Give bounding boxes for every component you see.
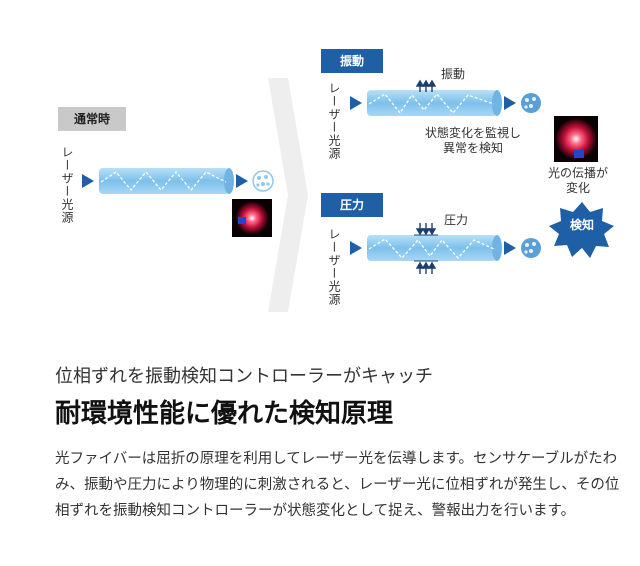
vibration-tag: 振動	[321, 49, 383, 73]
fiber-cable-vibration	[367, 90, 497, 116]
light-path	[100, 170, 227, 192]
laser-source-label: レーザー光源	[327, 82, 341, 160]
vibration-force-label: 振動	[441, 67, 466, 81]
chevron-divider	[268, 78, 308, 312]
laser-arrow-icon	[82, 174, 94, 188]
vibration-note-line2: 異常を検知	[442, 141, 503, 155]
section-body: 光ファイバーは屈折の原理を利用してレーザー光を伝導します。センサケーブルがたわみ…	[55, 451, 620, 519]
section-title: 耐環境性能に優れた検知原理	[55, 399, 394, 429]
sensor-dot-icon	[521, 238, 541, 258]
detection-principle-diagram: 通常時 レーザー光源 振動 レーザー光源 振動 状態変化を監視し 異常を検知 光…	[58, 49, 614, 312]
fiber-cable	[99, 168, 229, 194]
propagation-note: 光の伝播が 変化	[543, 166, 613, 196]
pressure-arrows-icon	[414, 223, 438, 274]
pressure-force-label: 圧力	[444, 213, 469, 227]
detect-badge-label: 検知	[569, 218, 594, 232]
diagram-graphics	[82, 78, 614, 312]
fiber-cable-pressure	[367, 235, 497, 261]
sensor-dot-icon	[252, 170, 274, 192]
laser-source-label: レーザー光源	[60, 146, 74, 224]
vibration-arrows-icon	[415, 79, 437, 92]
detect-starburst-icon	[549, 202, 614, 258]
section-subtitle: 位相ずれを振動検知コントローラーがキャッチ	[55, 366, 433, 387]
sensor-dot-icon	[521, 93, 541, 113]
normal-state-tag: 通常時	[58, 107, 126, 131]
vibration-note-line1: 状態変化を監視し	[424, 126, 521, 140]
vibration-note: 状態変化を監視し 異常を検知	[418, 126, 528, 156]
propagation-note-line1: 光の伝播が	[547, 166, 608, 180]
propagation-note-line2: 変化	[565, 181, 590, 195]
laser-source-label: レーザー光源	[327, 228, 341, 306]
pressure-tag: 圧力	[321, 193, 383, 217]
output-arrow-icon	[236, 174, 248, 188]
